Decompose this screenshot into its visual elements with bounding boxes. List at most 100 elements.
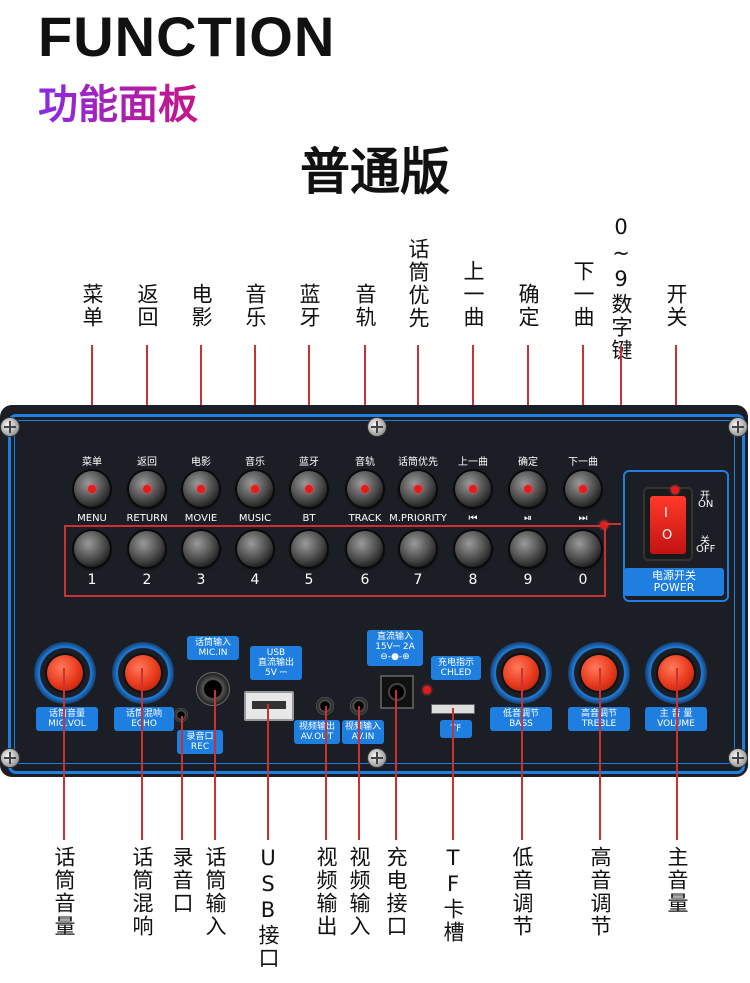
number-label: 3 xyxy=(196,572,206,588)
callout-line xyxy=(599,668,601,840)
callout-av-out: 视频输出 xyxy=(314,846,338,938)
btn-label-en: MENU xyxy=(77,513,107,524)
number-button-7[interactable] xyxy=(400,531,436,567)
callout-treble: 高音调节 xyxy=(588,846,612,938)
usb-port[interactable] xyxy=(244,691,294,721)
callout-line xyxy=(63,668,65,840)
version-title: 普通版 xyxy=(300,143,450,201)
label-en: AV.OUT xyxy=(300,732,334,742)
off-label-cn: 关 xyxy=(700,536,710,547)
screw-icon xyxy=(368,418,386,436)
next-track-icon: ⏭ xyxy=(578,513,588,524)
callout-number-keys: 0~9数字键 xyxy=(609,215,633,362)
label-cn: 主 音 量 xyxy=(659,709,693,719)
movie-button[interactable] xyxy=(183,471,219,507)
mic-input-jack[interactable] xyxy=(196,672,230,706)
on-symbol: I xyxy=(664,506,668,521)
label-en: BASS xyxy=(493,719,549,729)
label-cn: 视频输出 xyxy=(298,722,335,732)
play-pause-button[interactable] xyxy=(510,471,546,507)
label-en: ECHO xyxy=(131,719,157,729)
title-chinese: 功能面板 xyxy=(38,72,198,130)
label-en: REC xyxy=(190,742,210,752)
callout-movie: 电影 xyxy=(189,283,213,329)
power-rocker[interactable] xyxy=(650,496,686,554)
btn-label-en: TRACK xyxy=(348,513,382,524)
number-button-4[interactable] xyxy=(237,531,273,567)
on-label-cn: 开 xyxy=(700,491,710,502)
number-button-3[interactable] xyxy=(183,531,219,567)
label-en: MIC.IN xyxy=(198,648,228,658)
btn-label-cn: 话筒优先 xyxy=(398,457,438,468)
mic-volume-knob[interactable] xyxy=(34,642,96,704)
number-label: 4 xyxy=(250,572,260,588)
callout-echo: 话筒混响 xyxy=(130,846,154,938)
next-track-button[interactable] xyxy=(565,471,601,507)
label-cn: 直流输出 xyxy=(257,658,294,668)
callout-usb: USB接口 xyxy=(256,846,280,970)
btn-label-cn: 返回 xyxy=(137,457,157,468)
btn-label-cn: 菜单 xyxy=(82,457,102,468)
rec-jack[interactable] xyxy=(174,708,188,722)
menu-button[interactable] xyxy=(74,471,110,507)
number-button-1[interactable] xyxy=(74,531,110,567)
number-label: 5 xyxy=(304,572,314,588)
callout-next: 下一曲 xyxy=(571,260,595,329)
callout-line xyxy=(141,668,143,840)
number-button-2[interactable] xyxy=(129,531,165,567)
play-pause-icon: ⏯ xyxy=(524,513,532,524)
bt-button[interactable] xyxy=(291,471,327,507)
callout-volume: 主音量 xyxy=(665,846,689,915)
btn-label-cn: 电影 xyxy=(191,457,211,468)
music-button[interactable] xyxy=(237,471,273,507)
callout-music: 音乐 xyxy=(243,283,267,329)
callout-track: 音轨 xyxy=(353,283,377,329)
echo-knob[interactable] xyxy=(112,642,174,704)
label-cn: 录音口 xyxy=(186,732,214,742)
btn-label-en: MUSIC xyxy=(238,513,272,524)
btn-label-cn: 音轨 xyxy=(355,457,375,468)
btn-label-cn: 蓝牙 xyxy=(299,457,319,468)
number-button-5[interactable] xyxy=(291,531,327,567)
callout-line xyxy=(181,716,183,840)
label-en: AV.IN xyxy=(351,732,375,742)
label-cn: 直流输入 xyxy=(376,632,413,642)
btn-label-cn: 下一曲 xyxy=(568,457,598,468)
btn-label-en: BT xyxy=(302,513,316,524)
btn-label-en: MOVIE xyxy=(184,513,218,524)
callout-line xyxy=(452,708,454,840)
callout-line xyxy=(358,706,360,840)
number-button-6[interactable] xyxy=(347,531,383,567)
number-label: 1 xyxy=(87,572,97,588)
callout-prev: 上一曲 xyxy=(461,260,485,329)
label-en: USB xyxy=(266,648,286,658)
number-button-8[interactable] xyxy=(455,531,491,567)
screw-icon xyxy=(1,418,19,436)
number-label: 0 xyxy=(578,572,588,588)
screw-icon xyxy=(1,749,19,767)
callout-dot xyxy=(600,521,608,529)
dc-input-jack[interactable] xyxy=(380,675,414,709)
track-button[interactable] xyxy=(347,471,383,507)
screw-icon xyxy=(729,749,747,767)
return-button[interactable] xyxy=(129,471,165,507)
label-spec: 15V⎓ 2A xyxy=(375,642,415,652)
prev-track-button[interactable] xyxy=(455,471,491,507)
callout-power: 开关 xyxy=(664,283,688,329)
callout-bt: 蓝牙 xyxy=(297,283,321,329)
off-symbol: O xyxy=(662,528,673,543)
btn-label-en: RETURN xyxy=(126,513,168,524)
callout-confirm: 确定 xyxy=(516,283,540,329)
number-button-9[interactable] xyxy=(510,531,546,567)
callout-line xyxy=(676,668,678,840)
callout-av-in: 视频输入 xyxy=(347,846,371,938)
number-button-0[interactable] xyxy=(565,531,601,567)
callout-mic-input: 话筒输入 xyxy=(203,846,227,938)
prev-track-icon: ⏮ xyxy=(468,513,478,524)
title-english: FUNCTION xyxy=(38,5,336,68)
mic-priority-button[interactable] xyxy=(400,471,436,507)
